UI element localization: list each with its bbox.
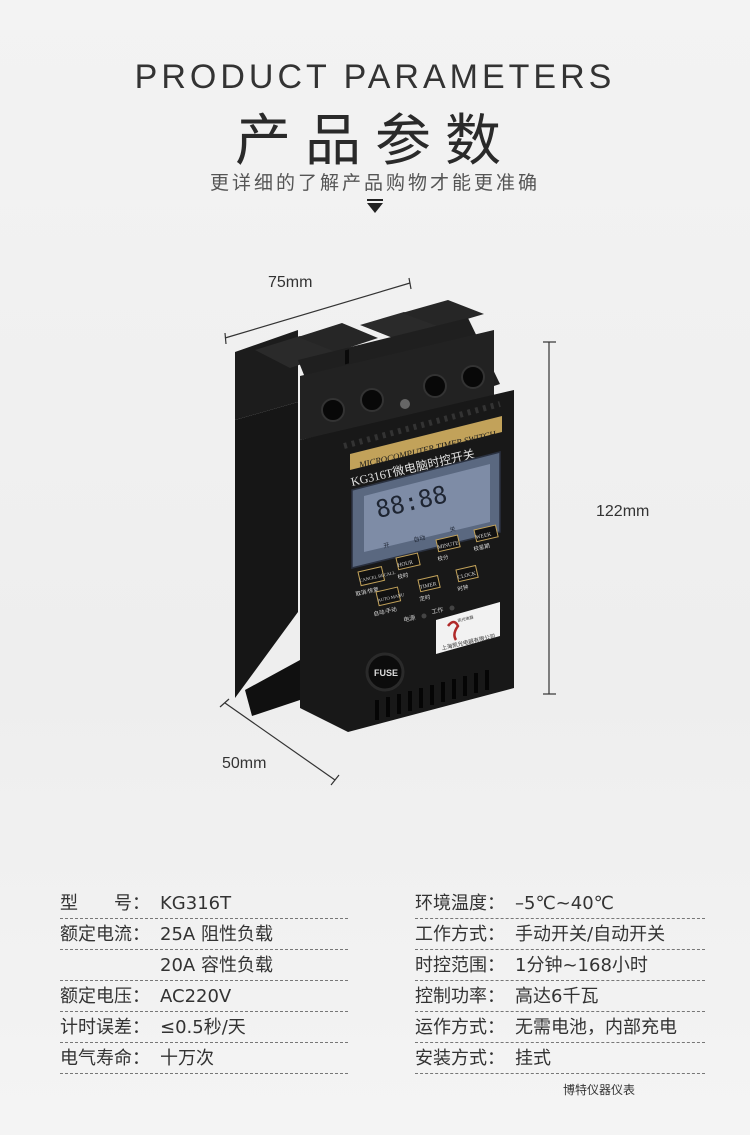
work-indicator-label: 工作 (431, 605, 445, 615)
maker-logo-icon (447, 620, 460, 641)
param-value: 无需电池，内部充电 (515, 1017, 677, 1038)
svg-text:校星期: 校星期 (473, 541, 491, 553)
svg-text:MINUTE: MINUTE (437, 540, 460, 551)
hour-button[interactable]: HOUR 校时 (395, 552, 421, 581)
height-label: 122mm (596, 503, 650, 520)
param-key: 时控范围： (415, 955, 505, 976)
param-key: 电气寿命： (60, 1048, 150, 1069)
svg-text:定时: 定时 (419, 593, 432, 603)
param-key: 额定电流： (60, 924, 150, 945)
param-key: 安装方式： (415, 1048, 505, 1069)
timer-switch-image: MICROCOMPUTER TIMER SWITCH KG316T微电脑时控开关… (219, 277, 556, 786)
power-indicator-label: 电源 (403, 613, 417, 623)
param-value: ≤0.5秒/天 (160, 1017, 246, 1038)
title-chinese: 产品参数 (235, 109, 515, 174)
clock-button[interactable]: CLOCK 时钟 (455, 564, 479, 593)
param-value: 十万次 (160, 1048, 214, 1069)
svg-text:HOUR: HOUR (397, 560, 414, 569)
down-arrow-icon (367, 199, 383, 213)
power-led-icon (421, 613, 427, 619)
param-key: 计时误差： (60, 1017, 150, 1038)
param-key: 工作方式： (415, 924, 505, 945)
lcd-label-on: 开 (383, 542, 390, 550)
param-row-time-range: 时控范围： 1分钟~168小时 (415, 952, 705, 981)
maker-short: 凯光电器 (457, 614, 474, 623)
param-row-operation: 运作方式： 无需电池，内部充电 (415, 1014, 705, 1043)
subtitle: 更详细的了解产品购物才能更准确 (209, 172, 540, 194)
param-value: 20A 容性负载 (160, 955, 273, 976)
svg-text:时钟: 时钟 (457, 583, 470, 593)
param-key: 型 号： (60, 893, 150, 914)
depth-dimension-line (219, 698, 340, 786)
param-value: 1分钟~168小时 (515, 955, 648, 976)
brand-watermark: 博特仪器仪表 (563, 1083, 636, 1097)
work-led-icon (449, 605, 455, 611)
param-row-current: 额定电流： 25A 阻性负载 (60, 921, 348, 950)
svg-text:CLOCK: CLOCK (457, 571, 477, 581)
param-row-voltage: 额定电压： AC220V (60, 983, 348, 1012)
width-dimension-line (224, 277, 412, 345)
param-row-temperature: 环境温度： –5℃~40℃ (415, 890, 705, 919)
lcd-label-off: 关 (449, 525, 457, 534)
param-value: 手动开关/自动开关 (515, 924, 666, 945)
timer-button[interactable]: TIMER 定时 (417, 574, 441, 603)
minute-button[interactable]: MINUTE 校分 (435, 534, 461, 563)
param-value: AC220V (160, 986, 232, 1007)
param-row-model: 型 号： KG316T (60, 890, 348, 919)
week-button[interactable]: WEEK 校星期 (473, 524, 499, 553)
param-row-timing-error: 计时误差： ≤0.5秒/天 (60, 1014, 348, 1043)
svg-text:WEEK: WEEK (475, 532, 492, 541)
param-value: –5℃~40℃ (515, 893, 614, 914)
svg-text:AUTO MANU: AUTO MANU (377, 592, 405, 603)
param-value: 挂式 (515, 1048, 551, 1069)
fuse-holder[interactable]: FUSE (365, 652, 405, 692)
svg-text:校分: 校分 (437, 553, 450, 563)
width-label: 75mm (268, 274, 313, 291)
svg-text:TIMER: TIMER (419, 581, 437, 591)
param-key: 环境温度： (415, 893, 505, 914)
height-dimension-line (543, 341, 556, 695)
lcd-label-auto: 自动 (413, 533, 427, 543)
param-key: 运作方式： (415, 1017, 505, 1038)
param-key: 控制功率： (415, 986, 505, 1007)
param-row-installation: 安装方式： 挂式 (415, 1045, 705, 1074)
param-row-electrical-life: 电气寿命： 十万次 (60, 1045, 348, 1074)
depth-label: 50mm (222, 755, 267, 772)
param-row-current-capacitive: 20A 容性负载 (60, 952, 348, 981)
fuse-label: FUSE (374, 668, 398, 678)
param-value: 高达6千瓦 (515, 986, 599, 1007)
param-value: KG316T (160, 893, 232, 914)
param-value: 25A 阻性负载 (160, 924, 273, 945)
param-row-power: 控制功率： 高达6千瓦 (415, 983, 705, 1012)
svg-text:校时: 校时 (397, 571, 410, 581)
param-row-work-mode: 工作方式： 手动开关/自动开关 (415, 921, 705, 950)
title-english: PRODUCT PARAMETERS (134, 58, 616, 96)
param-key: 额定电压： (60, 986, 150, 1007)
